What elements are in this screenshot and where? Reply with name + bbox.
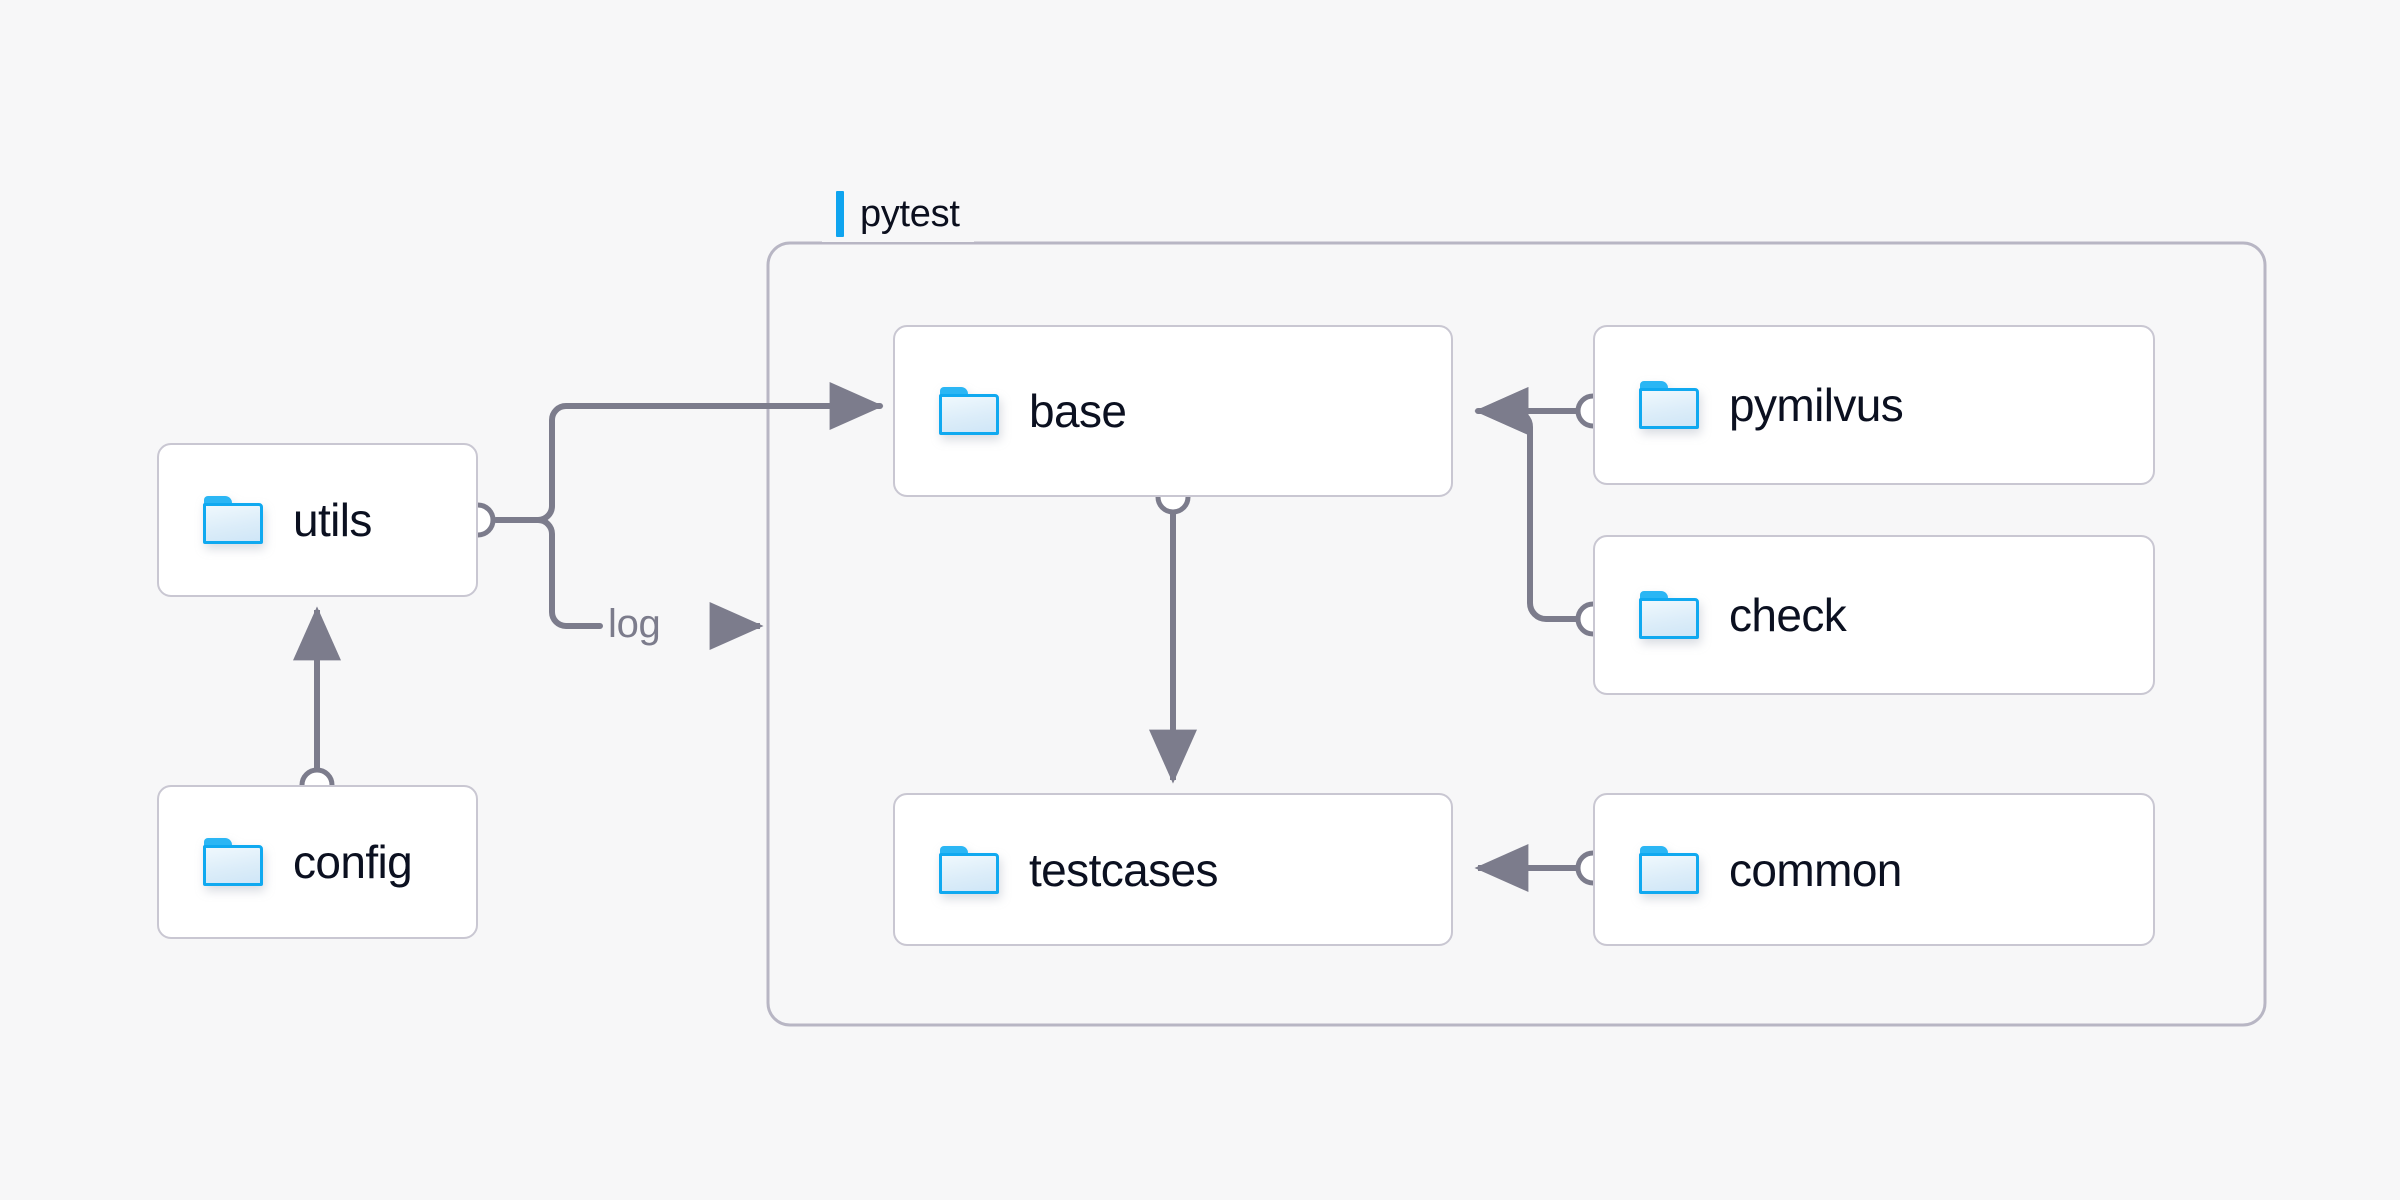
folder-icon (1639, 381, 1699, 429)
node-label-common: common (1729, 843, 1902, 896)
node-label-base: base (1029, 385, 1127, 437)
folder-icon (1639, 591, 1699, 639)
node-common[interactable]: common (1593, 793, 2155, 946)
group-accent-bar (836, 191, 844, 237)
edge-check-to-base (1474, 387, 1583, 622)
node-pymilvus[interactable]: pymilvus (1593, 325, 2155, 485)
edge-utils-to-log (535, 517, 603, 629)
group-label-text: pytest (860, 192, 960, 235)
folder-icon (1639, 845, 1699, 894)
node-utils[interactable]: utils (157, 443, 478, 597)
node-label-utils: utils (293, 494, 372, 546)
node-check[interactable]: check (1593, 535, 2155, 695)
folder-icon (203, 496, 263, 544)
folder-icon (939, 387, 999, 435)
node-label-config: config (293, 836, 413, 888)
node-testcases[interactable]: testcases (893, 793, 1453, 946)
edge-utils-to-base (493, 382, 884, 523)
edge-label-log: log (608, 602, 661, 646)
folder-icon (203, 838, 263, 886)
node-label-testcases: testcases (1029, 843, 1219, 896)
node-config[interactable]: config (157, 785, 478, 939)
node-label-check: check (1729, 589, 1847, 641)
folder-icon (939, 845, 999, 894)
pytest-group-label: pytest (822, 186, 974, 242)
node-base[interactable]: base (893, 325, 1453, 497)
node-label-pymilvus: pymilvus (1729, 379, 1904, 431)
